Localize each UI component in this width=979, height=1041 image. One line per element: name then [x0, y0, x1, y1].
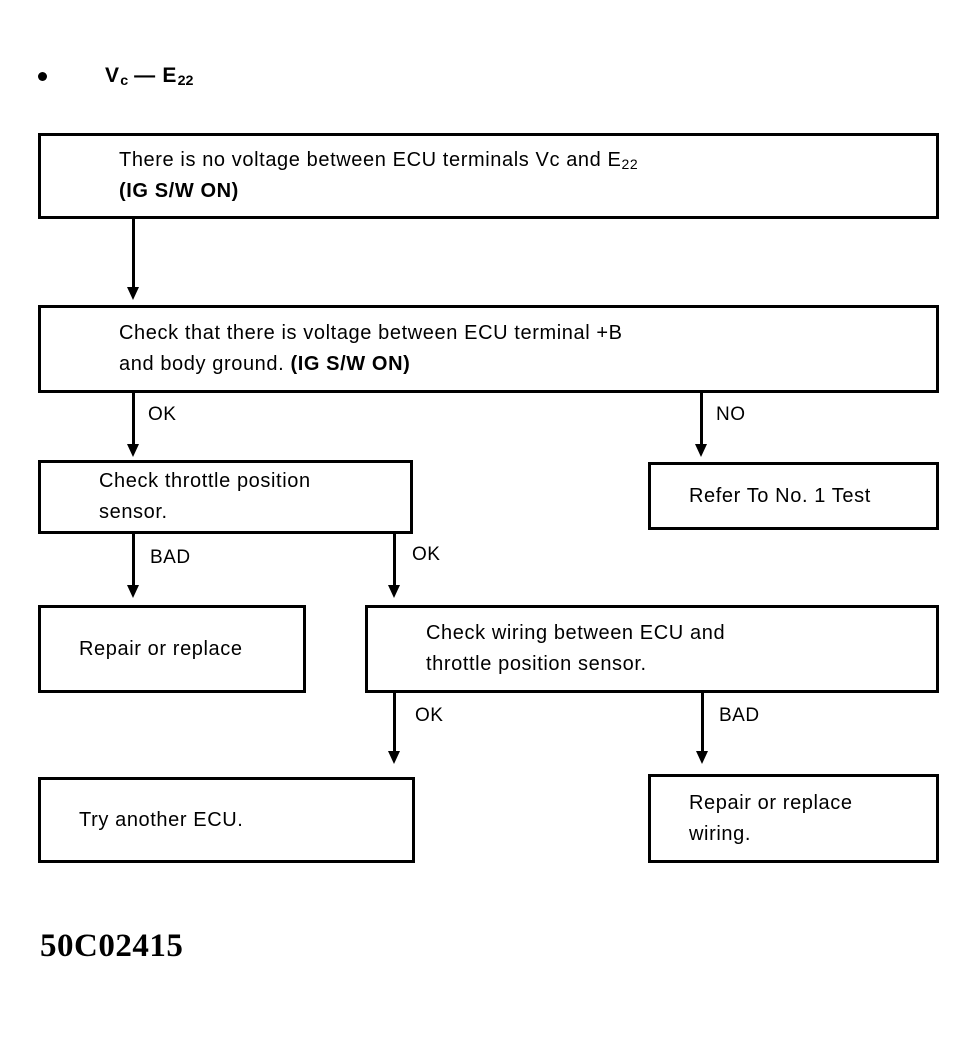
arrowhead-symptom-to-check-voltage	[127, 287, 139, 300]
connector-voltage-no	[700, 393, 703, 448]
node-check-tps-line2: sensor.	[99, 501, 168, 523]
edge-label-tps-bad: BAD	[150, 547, 191, 568]
edge-label-wiring-bad: BAD	[719, 705, 760, 726]
node-repair-wiring-line2: wiring.	[689, 822, 751, 845]
node-check-wiring-line1: Check wiring between ECU and	[426, 622, 726, 644]
arrowhead-wiring-bad	[696, 751, 708, 764]
bullet-dot-icon	[38, 71, 47, 81]
edge-label-voltage-ok: OK	[148, 404, 177, 425]
node-check-wiring-line2: throttle position sensor.	[426, 653, 647, 675]
edge-label-wiring-ok: OK	[415, 705, 444, 726]
node-check-tps: Check throttle position sensor.	[38, 460, 413, 534]
section-heading: Vc—E22	[38, 64, 194, 89]
connector-wiring-ok	[393, 693, 396, 755]
connector-voltage-ok	[132, 393, 135, 448]
connector-wiring-bad	[701, 693, 704, 755]
node-repair-wiring-line1: Repair or replace	[689, 791, 853, 814]
node-refer-test: Refer To No. 1 Test	[648, 462, 939, 530]
node-repair-wiring: Repair or replace wiring.	[648, 774, 939, 863]
arrowhead-voltage-ok	[127, 444, 139, 457]
node-repair-replace-line1: Repair or replace	[79, 637, 243, 660]
node-check-wiring: Check wiring between ECU and throttle po…	[365, 605, 939, 693]
arrowhead-wiring-ok	[388, 751, 400, 764]
connector-tps-bad	[132, 534, 135, 589]
node-symptom: There is no voltage between ECU terminal…	[38, 133, 939, 219]
node-check-tps-line1: Check throttle position	[99, 470, 311, 492]
node-repair-replace: Repair or replace	[38, 605, 306, 693]
node-check-voltage: Check that there is voltage between ECU …	[38, 305, 939, 393]
figure-caption: 50C02415	[40, 928, 184, 964]
arrowhead-tps-bad	[127, 585, 139, 598]
arrowhead-voltage-no	[695, 444, 707, 457]
node-symptom-line1: There is no voltage between ECU terminal…	[119, 149, 639, 172]
connector-symptom-to-check-voltage	[132, 219, 135, 291]
section-heading-label: Vc—E22	[105, 64, 194, 89]
node-try-ecu: Try another ECU.	[38, 777, 415, 863]
node-refer-test-line1: Refer To No. 1 Test	[689, 484, 871, 507]
node-try-ecu-line1: Try another ECU.	[79, 808, 244, 831]
node-check-voltage-line1: Check that there is voltage between ECU …	[119, 322, 623, 344]
edge-label-voltage-no: NO	[716, 404, 746, 425]
edge-label-tps-ok: OK	[412, 544, 441, 565]
node-symptom-line2: (IG S/W ON)	[119, 180, 239, 202]
arrowhead-tps-ok	[388, 585, 400, 598]
connector-tps-ok	[393, 534, 396, 589]
node-check-voltage-line2: and body ground. (IG S/W ON)	[119, 353, 411, 375]
